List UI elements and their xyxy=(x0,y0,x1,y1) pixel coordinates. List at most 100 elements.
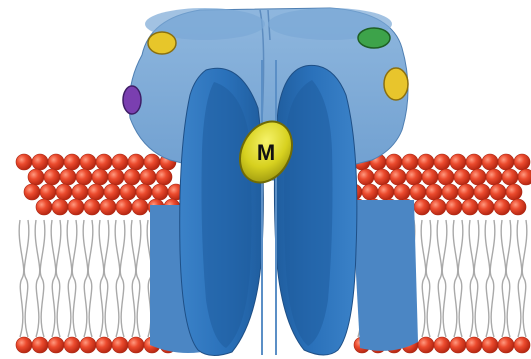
lipid-head xyxy=(362,184,378,200)
lipid-head xyxy=(96,154,112,170)
lipid-head xyxy=(128,154,144,170)
lipid-head xyxy=(140,169,156,185)
lipid-tail xyxy=(506,220,511,337)
lipid-head xyxy=(414,199,430,215)
lipid-tail xyxy=(131,220,136,337)
lipid-head xyxy=(16,337,32,353)
lipid-head xyxy=(68,199,84,215)
lipid-head xyxy=(56,184,72,200)
lipid-head xyxy=(108,169,124,185)
lipid-tail xyxy=(35,220,40,337)
lipid-head xyxy=(76,169,92,185)
lipid-head xyxy=(418,337,434,353)
lipid-tail xyxy=(67,220,72,337)
lipid-head xyxy=(358,169,374,185)
lipid-head xyxy=(466,154,482,170)
lipid-head xyxy=(104,184,120,200)
lipid-head xyxy=(506,184,522,200)
binding-site-yellow-right xyxy=(384,68,408,100)
lipid-tail xyxy=(88,220,93,337)
lipid-head xyxy=(450,337,466,353)
lipid-head xyxy=(112,154,128,170)
lipid-head xyxy=(434,337,450,353)
lipid-head xyxy=(152,184,168,200)
lipid-head xyxy=(64,337,80,353)
lipid-head xyxy=(60,169,76,185)
lipid-head xyxy=(510,199,526,215)
lipid-tail xyxy=(19,220,24,337)
lipid-head xyxy=(112,337,128,353)
lipid-tail xyxy=(426,220,431,337)
lipid-head xyxy=(16,154,32,170)
lipid-tail xyxy=(453,220,458,337)
lipid-head xyxy=(482,154,498,170)
lipid-head xyxy=(498,154,514,170)
lipid-head xyxy=(498,337,514,353)
lipid-head xyxy=(494,199,510,215)
binding-site-purple xyxy=(123,86,141,114)
lipid-head xyxy=(394,184,410,200)
lipid-head xyxy=(502,169,518,185)
lipid-head xyxy=(446,199,462,215)
lipid-head xyxy=(458,184,474,200)
lipid-head xyxy=(100,199,116,215)
binding-site-green xyxy=(358,28,390,48)
binding-site-yellow-left xyxy=(148,32,176,54)
lipid-head xyxy=(120,184,136,200)
lipid-head xyxy=(450,154,466,170)
lipid-tail xyxy=(40,220,45,337)
lipid-tail xyxy=(99,220,104,337)
lipid-head xyxy=(72,184,88,200)
channel-left-subunit-face xyxy=(202,82,252,348)
lipid-head xyxy=(518,169,531,185)
lipid-head xyxy=(128,337,144,353)
lipid-tail xyxy=(485,220,490,337)
lipid-tail xyxy=(72,220,77,337)
lipid-head xyxy=(462,199,478,215)
lipid-head xyxy=(470,169,486,185)
lipid-tail xyxy=(517,220,522,337)
lipid-head xyxy=(88,184,104,200)
channel-right-stem xyxy=(352,200,418,351)
lipid-bilayer xyxy=(16,154,531,353)
lipid-tail xyxy=(136,220,141,337)
lipid-head xyxy=(32,154,48,170)
lipid-head xyxy=(418,154,434,170)
lipid-head xyxy=(374,169,390,185)
lipid-tail xyxy=(120,220,125,337)
lipid-head xyxy=(144,154,160,170)
lipid-head xyxy=(478,199,494,215)
lipid-head xyxy=(24,184,40,200)
lipid-head xyxy=(402,154,418,170)
lipid-head xyxy=(422,169,438,185)
lipid-head xyxy=(36,199,52,215)
lipid-head xyxy=(474,184,490,200)
lipid-tail xyxy=(437,220,442,337)
lipid-head xyxy=(514,154,530,170)
ion-channel xyxy=(129,8,418,356)
lipid-head xyxy=(48,154,64,170)
lipid-head xyxy=(406,169,422,185)
lipid-head xyxy=(64,154,80,170)
lipid-head xyxy=(486,169,502,185)
channel-right-subunit-face xyxy=(284,80,333,346)
lipid-head xyxy=(84,199,100,215)
lipid-head xyxy=(386,154,402,170)
lipid-tail xyxy=(458,220,463,337)
lipid-head xyxy=(92,169,108,185)
lipid-head xyxy=(438,169,454,185)
lipid-head xyxy=(410,184,426,200)
lipid-tail xyxy=(421,220,426,337)
lipid-head xyxy=(390,169,406,185)
lipid-tail xyxy=(490,220,495,337)
lipid-head xyxy=(378,184,394,200)
lipid-head xyxy=(48,337,64,353)
lipid-head xyxy=(490,184,506,200)
lipid-head xyxy=(434,154,450,170)
lipid-head xyxy=(80,337,96,353)
lipid-head xyxy=(482,337,498,353)
lipid-head xyxy=(96,337,112,353)
lipid-head xyxy=(430,199,446,215)
